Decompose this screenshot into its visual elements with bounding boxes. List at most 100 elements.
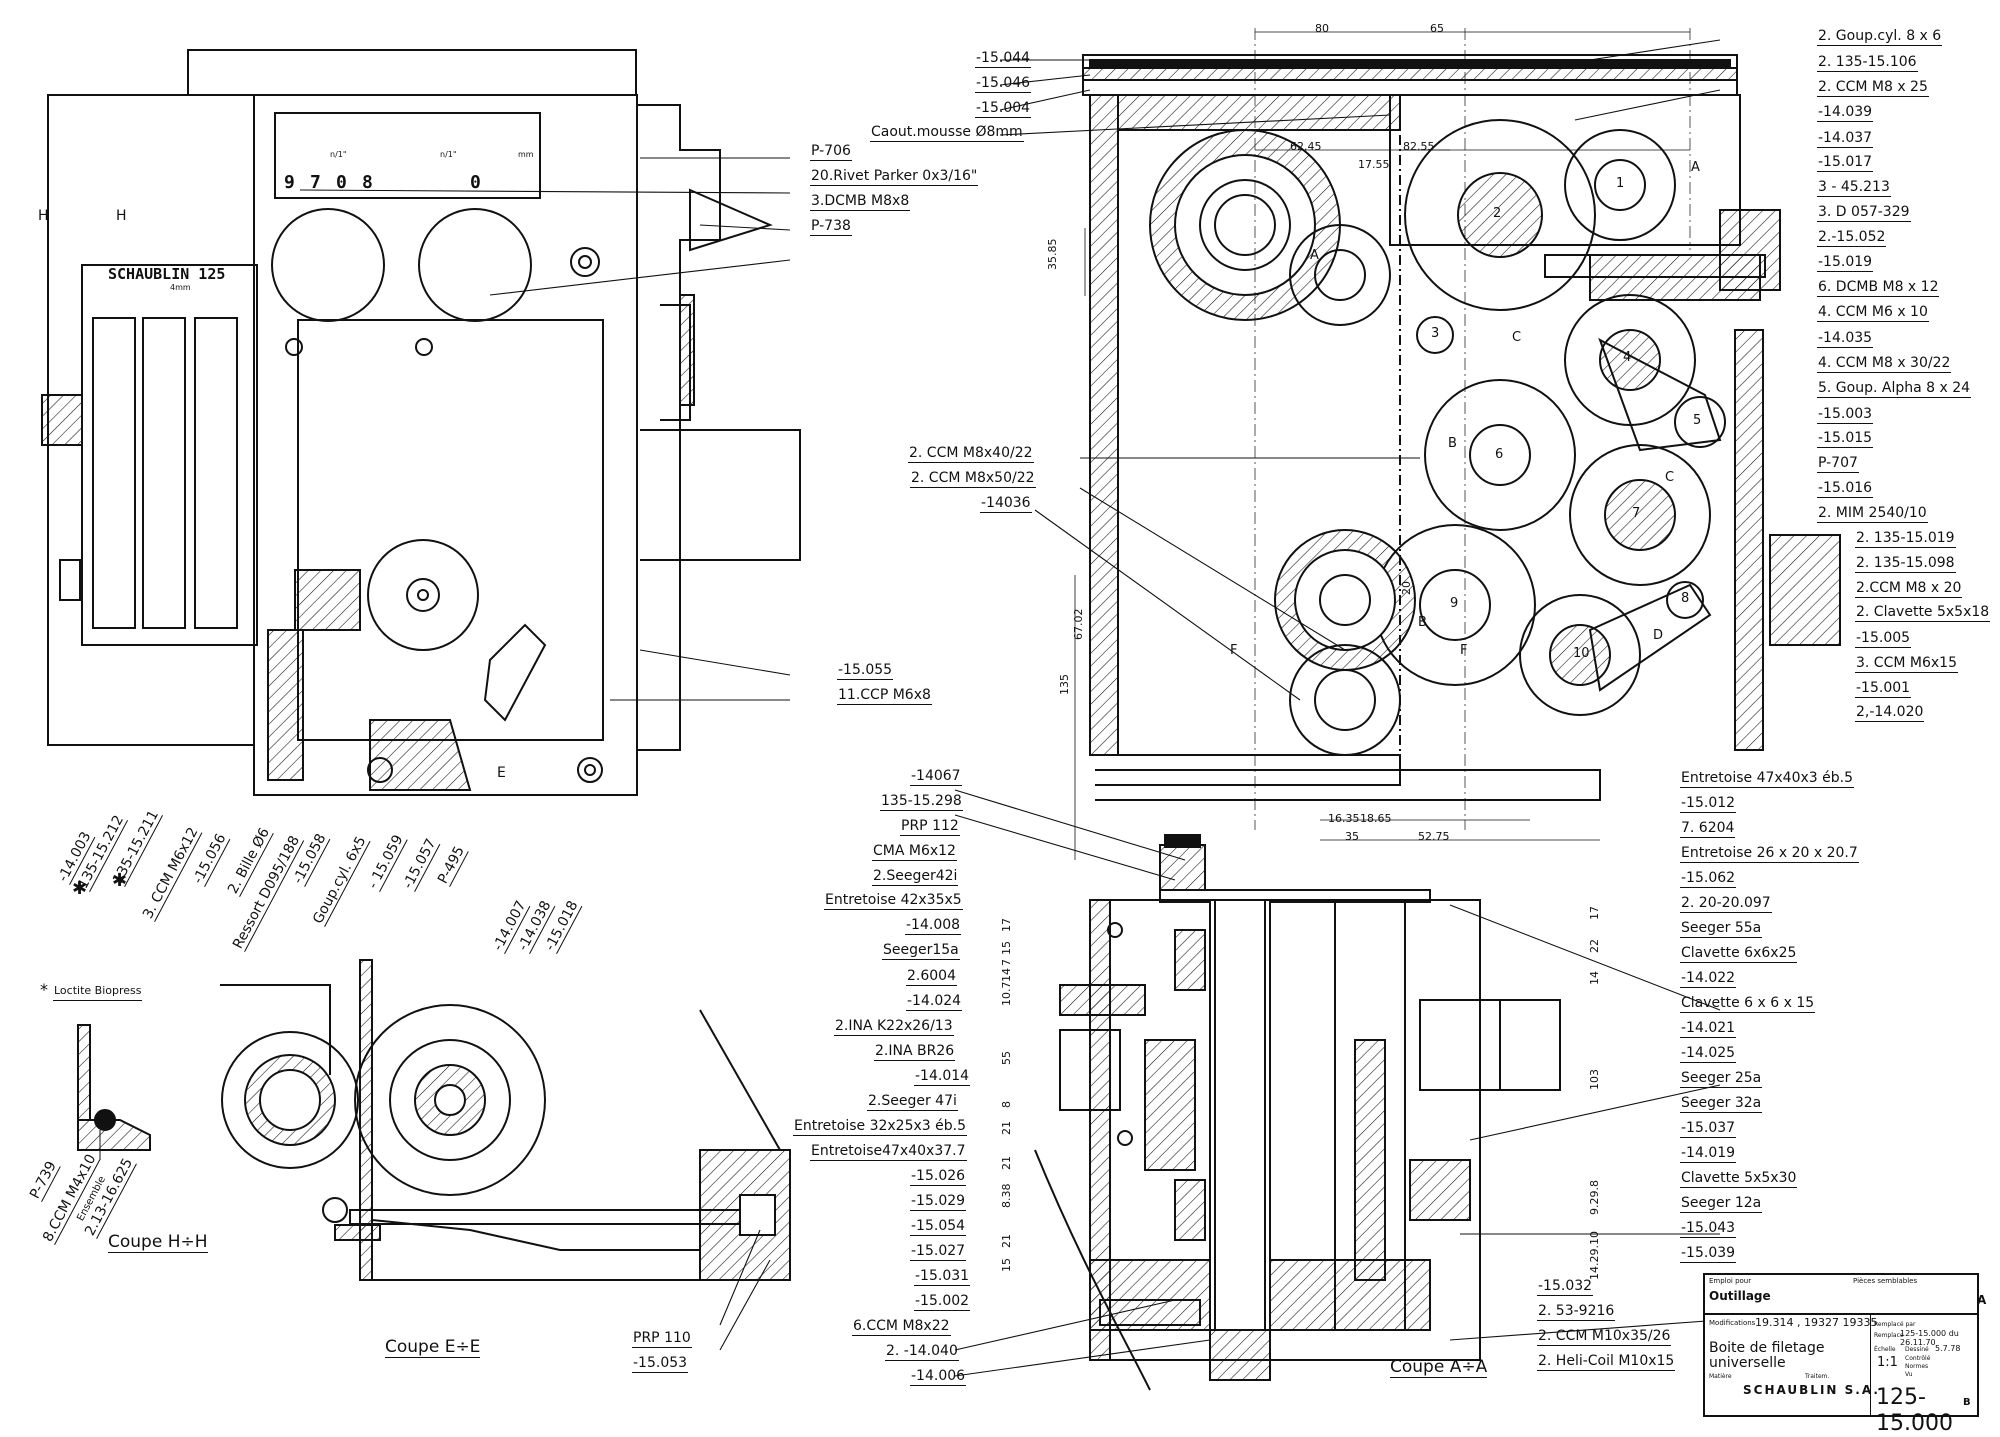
dimension-text: 22 [1588,939,1601,953]
dimension-text: 52.75 [1418,830,1450,843]
callout-label: -15.053 [632,1355,689,1373]
callout-label: 20.Rivet Parker 0x3/16" [810,168,979,186]
section-hh-view [77,1024,151,1160]
section-marker-c-arm: C [1665,470,1675,485]
scale-unit-2: n/1" [440,150,457,159]
callout-label: 135-15.298 [880,793,963,811]
callout-label: -14067 [910,768,962,786]
callout-label: -14.039 [1817,104,1874,122]
front-main-body [253,94,638,796]
dimension-text: 20 [1400,581,1413,595]
view-title-section-hh: Coupe H÷H [108,1232,208,1253]
gear-number-9: 9 [1450,596,1459,611]
drawing-index: B [1963,1397,1971,1408]
gear-number-8: 8 [1681,591,1690,606]
dial-digit-3: 0 [336,172,347,193]
seen-label: Vu [1905,1371,1913,1378]
dimension-text: 14 [1000,968,1013,982]
dimension-text: 8.38 [1000,1183,1013,1209]
callout-label: 6. DCMB M8 x 12 [1817,279,1940,297]
dimension-text: 15 [1000,941,1013,955]
callout-label: -15.046 [975,75,1032,93]
dimension-text: 21 [1000,1121,1013,1135]
drawing-title-line2: universelle [1709,1355,1786,1371]
dimension-text: 8 [1000,1101,1013,1108]
dimension-text: 21 [1000,1234,1013,1248]
callout-label: 2. 135-15.019 [1855,530,1956,548]
callout-label: 3. D 057-329 [1817,204,1911,222]
thread-plate [274,112,541,199]
dimension-text: 135 [1058,674,1071,695]
gear-number-3: 3 [1431,326,1440,341]
dial-digit-1: 9 [284,172,295,193]
section-aa-view [1034,834,1561,1391]
callout-label: -15.037 [1680,1120,1737,1138]
title-block-usage: Emploi pour Pièces semblables Outillage [1703,1273,1979,1317]
dimension-text: 14.29.10 [1588,1231,1601,1280]
loctite-star-icon: ✱ [72,878,88,899]
view-title-section-ee: Coupe E÷E [385,1337,481,1358]
section-marker-b-lower: B [1418,615,1427,630]
callout-label: -15.062 [1680,870,1737,888]
dimension-text: 17 [1000,918,1013,932]
callout-label: Clavette 6x6x25 [1680,945,1798,963]
dial-left [271,208,385,322]
callout-label: Entretoise 32x25x3 éb.5 [793,1118,967,1136]
dimension-text: 82.55 [1403,140,1435,153]
section-marker-a-left: A [1310,248,1319,263]
callout-label: 2. 135-15.098 [1855,555,1956,573]
callout-label: 2. Goup.cyl. 8 x 6 [1817,28,1943,46]
usage-value: Outillage [1709,1289,1771,1303]
callout-label: -15.043 [1680,1220,1737,1238]
callout-label: CMA M6x12 [872,843,957,861]
callout-label: P-738 [810,218,852,236]
dial-digit-4: 8 [362,172,373,193]
section-marker-b: B [1448,436,1457,451]
replaces-label: Remplace [1874,1332,1904,1339]
callout-label: 2.6004 [906,968,957,986]
modifications-label: Modifications [1709,1319,1756,1327]
front-cover-plate [297,319,604,741]
dimension-text: 7 [1000,959,1013,966]
drawn-label: Dessiné [1905,1346,1929,1353]
callout-label: Entretoise 47x40x3 éb.5 [1680,770,1854,788]
scale-unit-3: mm [518,150,534,159]
callout-label: -14.019 [1680,1145,1737,1163]
section-marker-a-top: A [1691,160,1700,175]
callout-label: 3 - 45.213 [1817,179,1891,197]
usage-label: Emploi pour [1709,1277,1752,1285]
company-name: SCHAUBLIN S.A. [1743,1383,1880,1397]
view-title-section-aa: Coupe A÷A [1390,1357,1488,1378]
loctite-star-icon: ✱ [112,870,128,891]
scale-unit-1: n/1" [330,150,347,159]
modifications-value: 19.314 , 19327 19335 [1755,1316,1878,1329]
callout-label: -15.015 [1817,430,1874,448]
front-view [41,49,801,796]
callout-label: Seeger 55a [1680,920,1763,938]
section-marker-c: C [1512,330,1522,345]
dimension-text: 15 [1000,1258,1013,1272]
callout-label: 2. CCM M8x50/22 [910,470,1036,488]
callout-label: -15.012 [1680,795,1737,813]
callout-label: 2. MIM 2540/10 [1817,505,1928,523]
callout-label: 5. Goup. Alpha 8 x 24 [1817,380,1972,398]
callout-label: 4. CCM M6 x 10 [1817,304,1929,322]
drawing-number: 125-15.000 [1876,1385,1953,1436]
dimension-text: 65 [1430,22,1444,35]
callout-label: -15.017 [1817,154,1874,172]
section-ee-view [220,959,791,1281]
front-top-cover [187,49,637,96]
dimension-text: 14 [1588,971,1601,985]
title-block-main: Modifications 19.314 , 19327 19335 Boite… [1703,1313,1979,1436]
callout-label: -15.001 [1855,680,1912,698]
callout-label: Caout.mousse Ø8mm [870,124,1024,142]
callout-label: 3.DCMB M8x8 [810,193,911,211]
section-marker-f-left: F [1230,643,1238,658]
lever-handle [483,623,547,722]
callout-label: Seeger 12a [1680,1195,1763,1213]
material-label: Matière [1709,1373,1732,1380]
callout-label: -15.029 [910,1193,967,1211]
callout-label: -15.044 [975,50,1032,68]
gear-number-7: 7 [1632,506,1641,521]
dimension-text: 21 [1000,1156,1013,1170]
